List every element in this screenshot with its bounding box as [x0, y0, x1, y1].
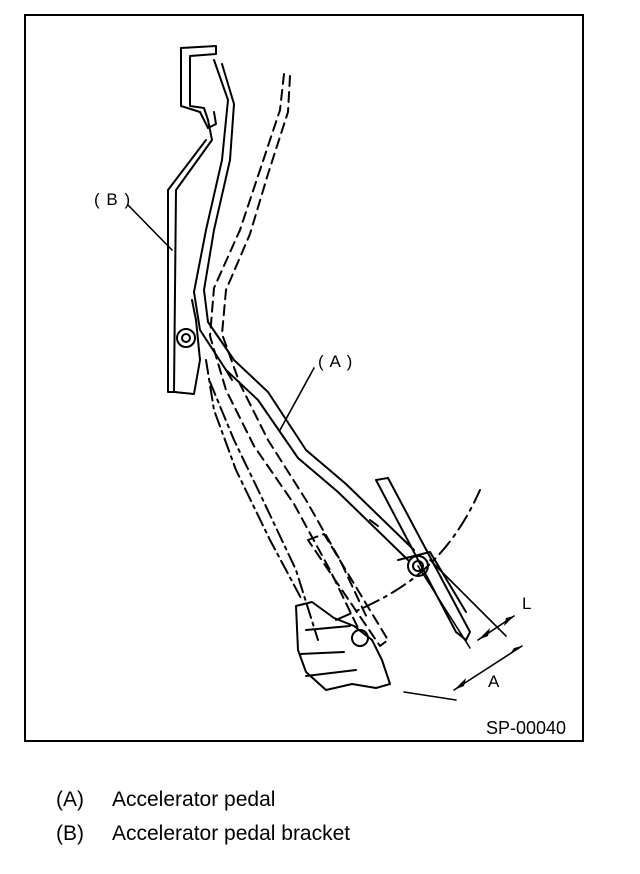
dimension-lines: [403, 559, 523, 701]
figure-code: SP-00040: [486, 718, 567, 738]
legend-text: Accelerator pedal: [112, 788, 276, 811]
leader-b: [127, 204, 173, 251]
callout-b: ( B ): [94, 190, 132, 209]
leader-a: [279, 367, 315, 431]
dimension-label-a: A: [488, 672, 501, 691]
legend-key: (A): [56, 788, 84, 811]
pedal-bracket: [167, 45, 217, 395]
legend-item-a: (A) Accelerator pedal: [56, 788, 275, 812]
swing-arc: [335, 489, 481, 621]
pedal-pad: [375, 477, 471, 641]
dimension-label-l: L: [522, 594, 533, 613]
pedal-stopper: [295, 601, 391, 691]
callout-a: ( A ): [318, 352, 354, 371]
pedal-arm: [193, 59, 429, 577]
legend-key: (B): [56, 822, 84, 845]
legend-item-b: (B) Accelerator pedal bracket: [56, 822, 350, 846]
legend-text: Accelerator pedal bracket: [112, 822, 351, 845]
figure-frame: [24, 14, 584, 742]
